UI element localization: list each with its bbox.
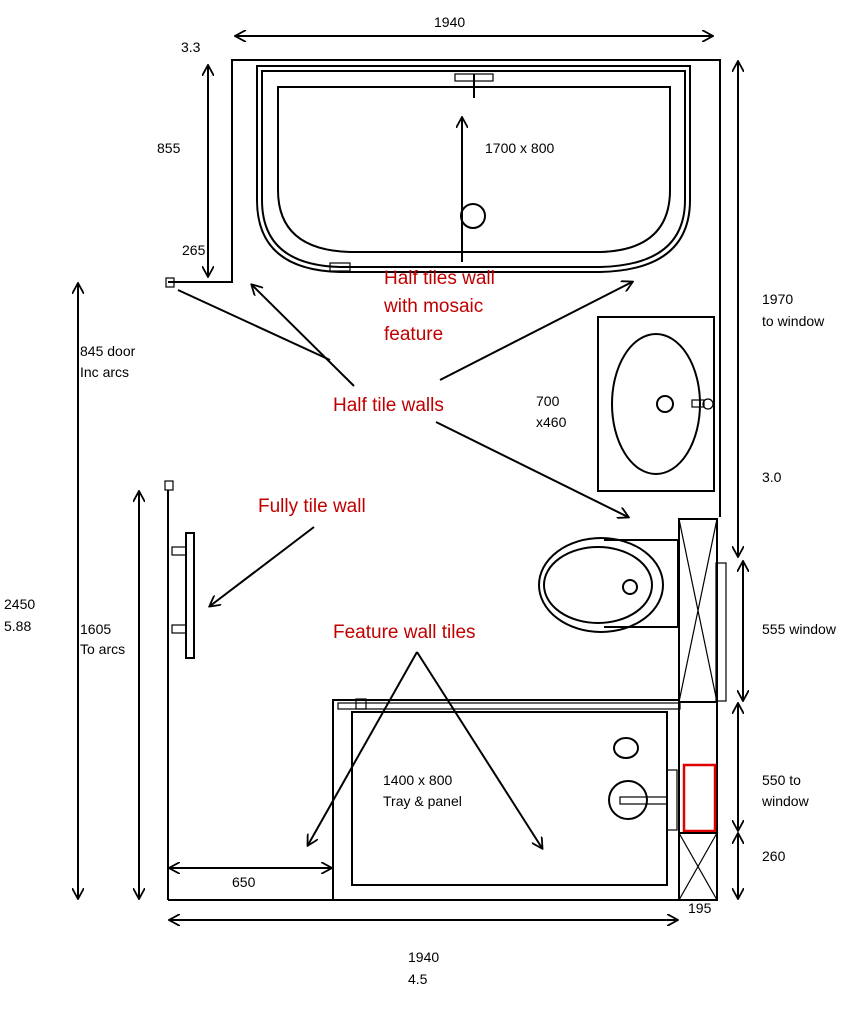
label-right-3-0: 3.0 — [762, 469, 782, 485]
basin-tap-icon — [691, 399, 705, 408]
door-stop-bottom — [164, 480, 174, 491]
label-basin-line2: x460 — [536, 414, 567, 430]
radiator-bracket-bottom — [171, 624, 187, 634]
arrow-half-tile-upper-left — [252, 285, 355, 387]
label-tray-line2: Tray & panel — [383, 793, 462, 809]
label-1970-line1: 1970 — [762, 291, 793, 307]
shower-screen-pivot — [355, 698, 367, 710]
label-550-line2: window — [761, 793, 810, 809]
bath-rim — [261, 70, 686, 268]
note-half-tile-walls: Half tile walls — [333, 395, 444, 416]
door-stop-top — [165, 277, 175, 288]
dimension-labels: 1940 3.3 855 265 1700 x 800 845 door Inc… — [4, 14, 837, 987]
label-2450-line2: 5.88 — [4, 618, 31, 634]
basin-bowl — [611, 333, 701, 475]
label-2450-line1: 2450 — [4, 596, 35, 612]
label-260: 260 — [762, 848, 786, 864]
arrow-feature-right — [416, 651, 542, 848]
arrow-feature-left — [308, 651, 418, 845]
arrow-fully-tile — [210, 526, 315, 606]
label-top-thickness: 3.3 — [181, 39, 201, 55]
label-door-line1: 845 door — [80, 343, 136, 359]
shower-screen-rail — [337, 702, 681, 710]
radiator — [171, 532, 195, 659]
bath-overflow-icon — [329, 262, 351, 272]
cross-b — [678, 518, 718, 703]
radiator-bracket-top — [171, 546, 187, 556]
label-195: 195 — [688, 900, 712, 916]
dimension-lines — [78, 36, 743, 920]
note-mosaic-line1: Half tiles wall — [384, 268, 495, 289]
arrow-half-tile-lower-right — [435, 421, 628, 517]
top-wall — [168, 59, 721, 517]
radiator-body — [185, 532, 195, 659]
label-window-555: 555 window — [762, 621, 837, 637]
label-bath-size: 1700 x 800 — [485, 140, 554, 156]
bath-outer — [256, 65, 691, 273]
basin — [597, 316, 715, 492]
label-basin-line1: 700 — [536, 393, 560, 409]
shower-drain-icon — [613, 737, 639, 759]
highlight-box — [682, 763, 717, 833]
shower-valve-icon — [608, 780, 648, 820]
cross-d — [678, 832, 718, 901]
tile-notes: Half tiles wall with mosaic feature Half… — [258, 268, 495, 643]
bath — [256, 65, 691, 273]
note-mosaic-line2: with mosaic — [383, 296, 483, 317]
window-boxes — [678, 518, 727, 901]
arrow-half-tile-left — [177, 289, 331, 361]
label-1970-line2: to window — [762, 313, 825, 329]
toilet-pan-outer — [538, 537, 664, 633]
note-feature-wall-tiles: Feature wall tiles — [333, 622, 476, 643]
bath-drain-icon — [460, 203, 486, 229]
label-1605-line1: 1605 — [80, 621, 111, 637]
shower-valve-arm — [619, 796, 668, 805]
toilet-cistern — [604, 539, 679, 628]
label-bath-depth: 855 — [157, 140, 181, 156]
basin-unit — [597, 316, 715, 492]
arrow-half-tile-upper-right — [439, 282, 632, 381]
label-door-line2: Inc arcs — [80, 364, 129, 380]
basin-tap-knob-icon — [702, 398, 714, 410]
toilet — [538, 537, 679, 633]
note-fully-tile-wall: Fully tile wall — [258, 496, 366, 517]
label-265: 265 — [182, 242, 206, 258]
toilet-flush-icon — [622, 579, 638, 595]
annotation-arrows — [177, 282, 632, 848]
label-bottom-line2: 4.5 — [408, 971, 428, 987]
window-sill — [715, 562, 727, 702]
label-650: 650 — [232, 874, 256, 890]
label-bottom-line1: 1940 — [408, 949, 439, 965]
label-1605-line2: To arcs — [80, 641, 125, 657]
toilet-pan-inner — [543, 546, 653, 624]
label-tray-line1: 1400 x 800 — [383, 772, 452, 788]
label-550-line1: 550 to — [762, 772, 801, 788]
label-top-width: 1940 — [434, 14, 465, 30]
bath-inner — [277, 86, 671, 253]
shower-riser — [666, 769, 678, 831]
note-mosaic-line3: feature — [384, 324, 443, 345]
basin-drain-icon — [656, 395, 674, 413]
